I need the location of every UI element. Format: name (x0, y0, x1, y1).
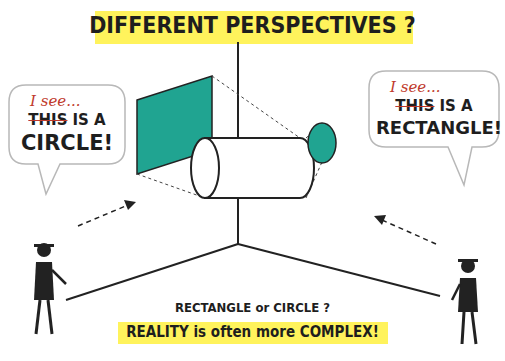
bubble-text: THIS (28, 111, 67, 129)
speech-bubble: I see...THIS IS A CIRCLE! (8, 84, 126, 165)
right-person (452, 259, 478, 344)
handwritten-note: I see... (376, 78, 492, 96)
speech-bubble: I see...THIS IS A RECTANGLE! (368, 70, 500, 148)
conclusion-text: REALITY is often more COMPLEX! (100, 323, 405, 341)
shape-name: RECTANGLE! (376, 117, 492, 138)
bubble-text: IS A (439, 97, 472, 115)
bubble-text: IS A (72, 111, 105, 129)
bubble-shape (9, 85, 125, 194)
bubble-text: THIS (395, 97, 434, 115)
circle-projection (308, 123, 336, 163)
view-arrows (78, 205, 436, 244)
bubble-line: THIS IS A (376, 96, 492, 115)
cylinder (191, 138, 314, 198)
bubble-shape (369, 71, 499, 185)
arrow-heads (124, 200, 386, 225)
shape-name: CIRCLE! (16, 131, 118, 155)
title: DIFFERENT PERSPECTIVES ? (0, 12, 505, 38)
left-person (34, 243, 66, 334)
bubble-line: THIS IS A (16, 110, 118, 129)
handwritten-note: I see... (16, 92, 118, 110)
question-text: RECTANGLE or CIRCLE ? (100, 300, 405, 315)
projection-lines (137, 76, 322, 198)
